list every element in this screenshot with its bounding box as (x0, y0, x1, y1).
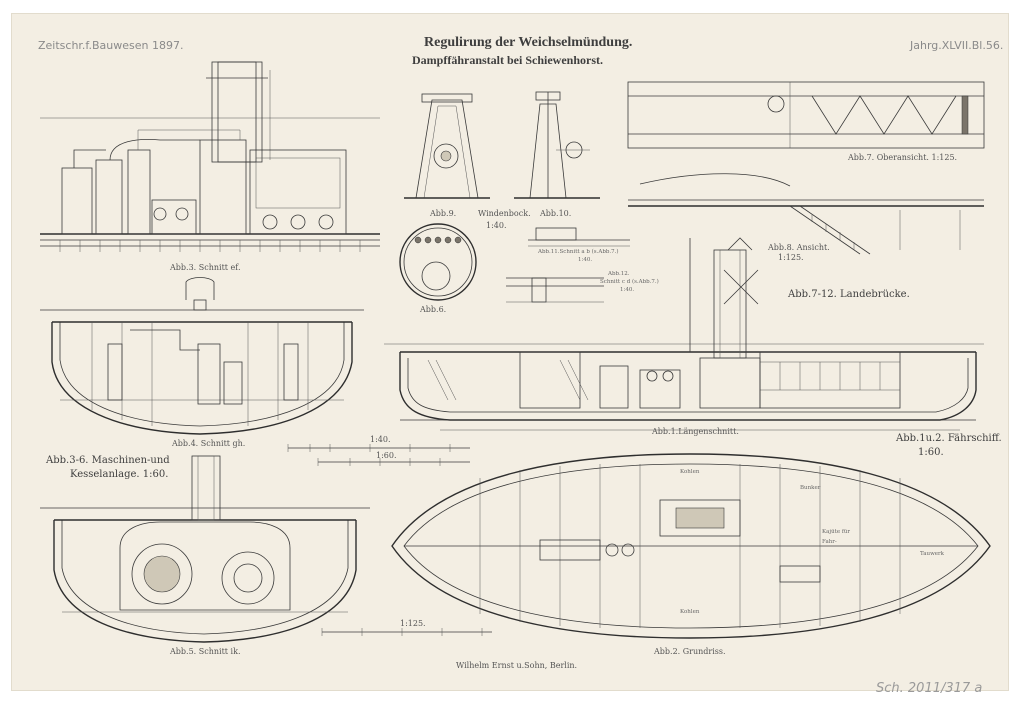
figure-abb12-section-cd (506, 277, 604, 303)
caption-abb8: Abb.8. Ansicht. (768, 243, 830, 252)
figure-abb8-elevation (628, 173, 984, 255)
caption-maschinen: Abb.3-6. Maschinen-und (46, 455, 170, 466)
figure-abb9-winch-frame (404, 93, 490, 199)
plan-label-kohlen-top: Kohlen (680, 469, 700, 475)
caption-windenbock: Windenbock. (478, 209, 531, 218)
caption-abb3: Abb.3. Schnitt ef. (170, 263, 241, 272)
sheet-subtitle: Dampffähranstalt bei Schiewenhorst. (412, 53, 603, 67)
figure-abb2-plan (391, 453, 991, 639)
plan-label-kohlen-bottom: Kohlen (680, 609, 700, 615)
publisher-imprint: Wilhelm Ernst u.Sohn, Berlin. (456, 661, 578, 670)
scale-label-1125: 1:125. (400, 619, 426, 628)
figure-abb11-section-ab (528, 227, 630, 247)
caption-abb6: Abb.6. (420, 305, 447, 314)
caption-windenbock-scale: 1:40. (486, 221, 507, 230)
plan-label-bunker: Bunker (800, 485, 821, 491)
caption-abb12-scale: 1:40. (620, 287, 635, 293)
caption-abb8-scale: 1:125. (778, 253, 804, 262)
plan-label-tauwerk: Tauwerk (920, 551, 944, 557)
caption-landebruecke: Abb.7-12. Landebrücke. (788, 289, 910, 300)
scale-label-140: 1:40. (370, 435, 391, 444)
caption-abb12: Abb.12. (608, 271, 630, 277)
figure-abb6-boiler-face (399, 223, 477, 301)
caption-faehrschiff: Abb.1u.2. Fährschiff. (896, 433, 1002, 444)
figure-abb3-section-ef (40, 61, 380, 252)
archive-pencil-note: Sch. 2011/317 a (876, 681, 983, 696)
caption-abb9: Abb.9. (430, 209, 457, 218)
caption-kesselanlage: Kesselanlage. 1:60. (70, 469, 169, 480)
caption-abb4: Abb.4. Schnitt gh. (172, 439, 246, 448)
scale-label-160: 1:60. (376, 451, 397, 460)
figure-abb7-top-view (627, 81, 985, 149)
caption-laengenschnitt: Abb.1.Längenschnitt. (652, 427, 739, 436)
figure-abb1-longitudinal-section (384, 237, 984, 431)
caption-abb7: Abb.7. Oberansicht. 1:125. (848, 153, 958, 162)
journal-reference: Zeitschr.f.Bauwesen 1897. (38, 39, 184, 52)
caption-abb12-section: Schnitt c d (s.Abb.7.) (600, 279, 659, 285)
plan-label-kajuete: Kajüte für (822, 529, 851, 535)
figure-abb5-section-ik (40, 455, 370, 643)
caption-abb10: Abb.10. (540, 209, 572, 218)
caption-faehrschiff-scale: 1:60. (918, 447, 944, 458)
volume-reference: Jahrg.XLVII.Bl.56. (910, 39, 1004, 52)
scale-bars (287, 444, 492, 636)
figure-abb10-winch-side (514, 91, 600, 199)
figure-abb4-section-gh (40, 277, 364, 435)
caption-abb11: Abb.11.Schnitt a b (s.Abb.7.) (538, 249, 619, 255)
caption-abb5: Abb.5. Schnitt ik. (170, 647, 241, 656)
sheet-title: Regulirung der Weichselmündung. (424, 35, 633, 50)
caption-grundriss: Abb.2. Grundriss. (654, 647, 726, 656)
caption-abb11-scale: 1:40. (578, 257, 593, 263)
plan-label-fahrgaeste: Fahr- (822, 539, 837, 545)
